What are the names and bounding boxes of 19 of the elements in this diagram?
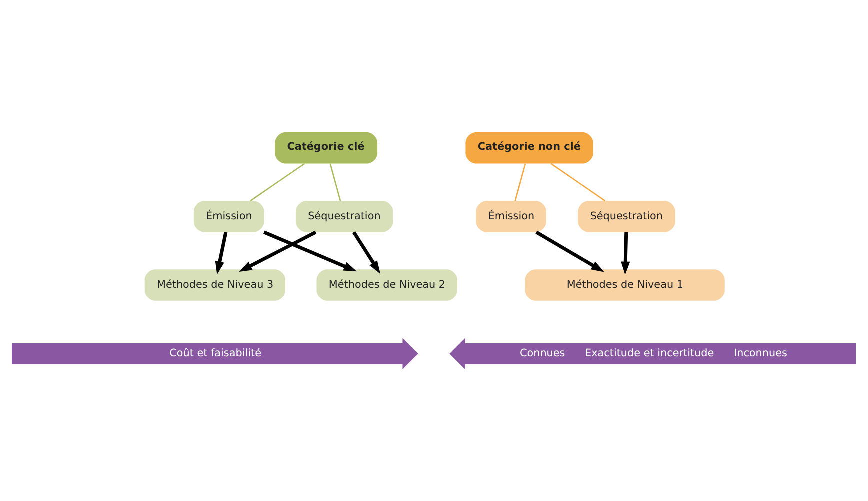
connector <box>330 163 342 201</box>
node-box: Méthodes de Niveau 1 <box>525 269 725 300</box>
arrow <box>215 232 228 274</box>
node-box: Méthodes de Niveau 2 <box>316 269 458 300</box>
connector <box>550 162 606 202</box>
arrow <box>263 230 357 272</box>
node-box: Séquestration <box>578 200 676 232</box>
node-box: Catégorie non clé <box>466 132 594 164</box>
node-box: Méthodes de Niveau 3 <box>144 269 286 300</box>
arrow <box>239 230 317 272</box>
arrow <box>536 230 604 272</box>
node-box: Émission <box>476 200 546 232</box>
node-box: Séquestration <box>296 200 394 232</box>
arrow <box>352 230 381 274</box>
node-box: Émission <box>194 200 264 232</box>
node-box: Catégorie clé <box>275 132 378 164</box>
connector <box>514 163 526 201</box>
arrow <box>621 232 630 274</box>
connector <box>250 162 306 202</box>
